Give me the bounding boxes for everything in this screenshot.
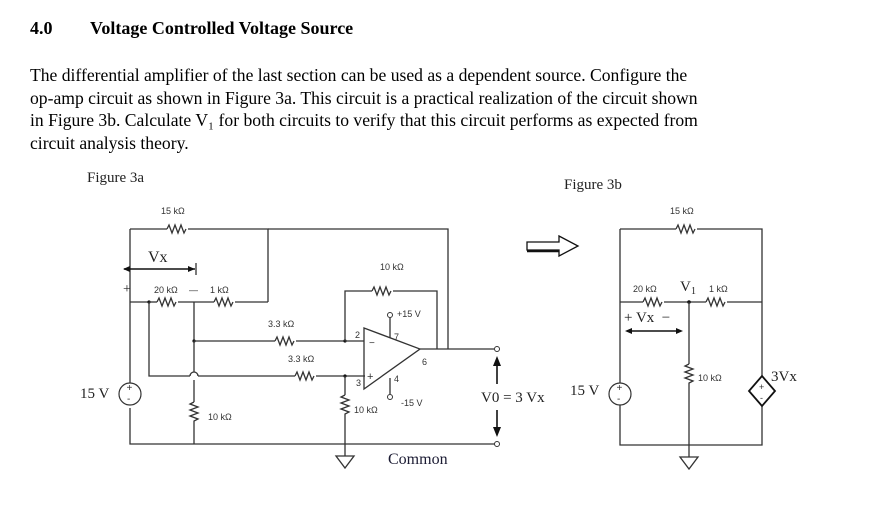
label-common: Common	[388, 451, 448, 468]
figure-3b-caption: Figure 3b	[564, 177, 622, 193]
resistor-20k	[642, 296, 663, 308]
common-terminal	[494, 441, 500, 447]
opamp-triangle	[363, 327, 422, 391]
wire-crossover	[189, 371, 199, 377]
output-terminal	[494, 346, 500, 352]
section-number: 4.0	[30, 18, 53, 38]
label-20k: 20 kΩ	[154, 285, 178, 295]
wire	[619, 405, 763, 446]
label-15k: 15 kΩ	[670, 206, 694, 216]
label-3.3k-a: 3.3 kΩ	[268, 319, 295, 329]
voltage-source-15v	[608, 382, 632, 406]
label-minus15: -15 V	[401, 398, 423, 408]
dep-source-plus: +	[759, 382, 764, 392]
resistor-15k	[675, 223, 696, 235]
terminal-minus15	[387, 394, 393, 400]
label-10k-ground: 10 kΩ	[354, 405, 378, 415]
arrowhead	[625, 328, 632, 334]
resistor-1k	[705, 296, 726, 308]
source-minus: -	[617, 394, 620, 405]
label-15k: 15 kΩ	[161, 206, 185, 216]
resistor-1k	[213, 296, 234, 308]
paragraph-line: circuit analysis theory.	[30, 132, 189, 153]
label-minus: —	[189, 285, 198, 295]
resistor-10k-left	[188, 401, 200, 444]
ground-icon	[678, 456, 700, 471]
pin-7: 7	[394, 332, 399, 342]
arrowhead	[123, 266, 130, 272]
resistor-10k-feedback	[371, 285, 392, 297]
resistor-10k-ground	[339, 394, 351, 456]
label-1k: 1 kΩ	[210, 285, 229, 295]
resistor-3.3k-b	[294, 370, 315, 382]
paragraph-line: op-amp circuit as shown in Figure 3a. Th…	[30, 87, 698, 108]
label-10k-feedback: 10 kΩ	[380, 262, 404, 272]
label-10k: 10 kΩ	[698, 373, 722, 383]
label-v0: V0 = 3 Vx	[481, 390, 545, 406]
arrowhead	[676, 328, 683, 334]
arrowhead	[188, 266, 195, 272]
wire	[697, 228, 763, 376]
dep-source-minus: -	[760, 393, 763, 403]
pin-6: 6	[422, 357, 427, 367]
resistor-20k	[156, 296, 177, 308]
voltage-source-15v	[118, 382, 142, 406]
label-3.3k-b: 3.3 kΩ	[288, 354, 315, 364]
wire	[148, 302, 190, 377]
paragraph-line: in Figure 3b. Calculate V₁ for both circ…	[30, 110, 698, 130]
figure-3a-circuit: − + + - 15 kΩ Vx + 20 kΩ — 1	[80, 206, 545, 470]
resistor-15k	[166, 223, 187, 235]
transform-arrow-icon	[526, 234, 580, 258]
label-v1: V	[680, 279, 691, 295]
wire	[344, 290, 372, 341]
source-plus: +	[127, 383, 133, 394]
label-20k: 20 kΩ	[633, 284, 657, 294]
label-plus15: +15 V	[397, 309, 421, 319]
paragraph-line: The differential amplifier of the last s…	[30, 65, 688, 85]
figure-3a-caption: Figure 3a	[87, 170, 145, 186]
label-15v: 15 V	[80, 386, 109, 402]
label-vx: Vx	[148, 249, 168, 266]
opamp-minus-sign: −	[369, 338, 375, 349]
section-title: Voltage Controlled Voltage Source	[90, 18, 354, 38]
arrowhead	[493, 356, 501, 366]
common-wire	[129, 408, 497, 445]
resistor-3.3k-a	[274, 335, 295, 347]
pin-2: 2	[355, 330, 360, 340]
source-plus: +	[617, 383, 623, 394]
arrowhead	[493, 427, 501, 437]
resistor-10k	[683, 363, 695, 457]
label-10k-left: 10 kΩ	[208, 412, 232, 422]
label-plus: +	[123, 282, 131, 297]
ground-icon	[334, 455, 356, 470]
label-1k: 1 kΩ	[709, 284, 728, 294]
opamp-plus-sign: +	[367, 371, 373, 383]
label-3vx: 3Vx	[771, 369, 797, 385]
label-v1-subscript: 1	[691, 286, 696, 297]
dependent-source-diamond	[747, 374, 777, 408]
label-15v: 15 V	[570, 383, 599, 399]
pin-3: 3	[356, 378, 361, 388]
terminal-plus15	[387, 312, 393, 318]
label-vx: + Vx −	[624, 310, 670, 326]
pin-4: 4	[394, 374, 399, 384]
figure-3b-circuit: + - + - 15 kΩ 20 kΩ V 1 1 kΩ + Vx − 10 k…	[570, 206, 797, 471]
wire	[393, 290, 438, 349]
wire	[268, 228, 449, 349]
source-minus: -	[127, 394, 130, 405]
body-paragraph: The differential amplifier of the last s…	[30, 64, 850, 154]
